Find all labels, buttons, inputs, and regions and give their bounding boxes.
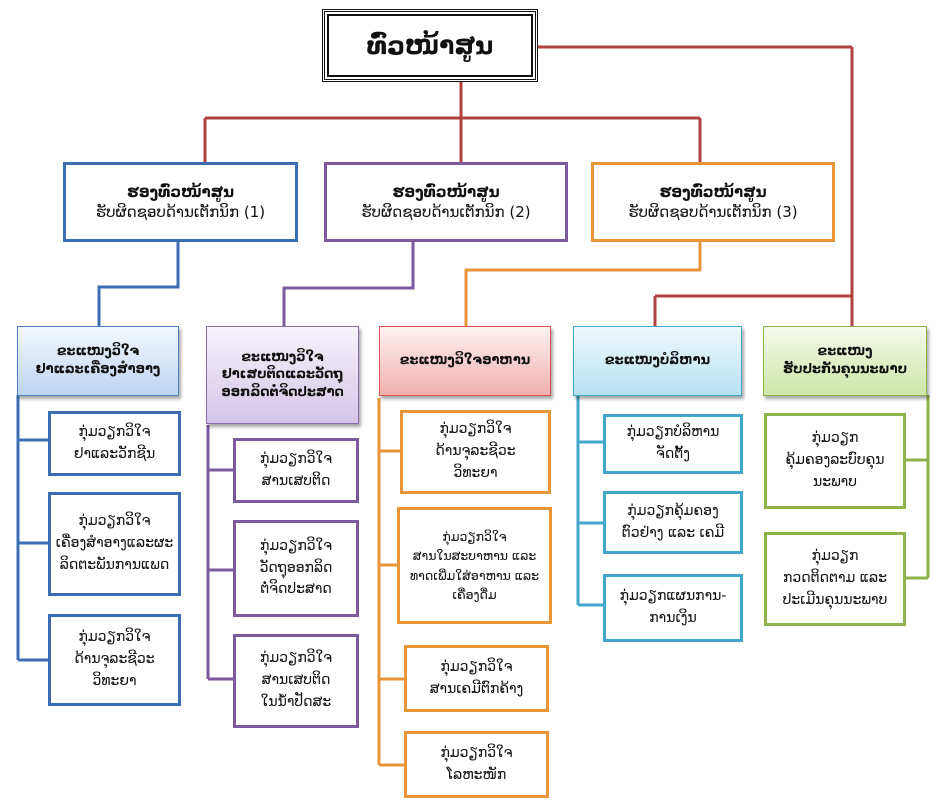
department-administration-line1: ຂະແໜງບໍລິຫານ [604,353,711,369]
group-food-additives-line3: ທາດເພີ່ມໃສ່ອາຫານ ແລະ [409,567,540,583]
group-food-additives-line4: ເຄື່ອງດື່ມ [452,586,497,602]
group-sample-chemical-management-line2: ຕົວຢ່າງ ແລະ ເຄມີ [621,524,725,541]
head-of-center-title: ທົ່ວໜ້າສູນ [366,30,494,60]
group-microbiology-2-line2: ດ້ານຈຸລະຊີວະ [435,443,516,460]
group-chemical-residues: ກຸ່ມວຽກວິໃຈ ສານເຄມີຕົກຄ້າງ [404,645,549,712]
group-narcotics-urine-line3: ໃນນ້ຳປັດສະ [260,693,332,710]
department-quality-assurance: ຂະແໜງ ຮັບປະກັນຄຸນນະພາບ [763,326,927,396]
group-microbiology-2-line1: ກຸ່ມວຽກວິໃຈ [439,421,512,438]
group-narcotics-line2: ສານເສບຕິດ [261,472,331,489]
group-cosmetics-medical-line3: ລິດຕະພັນການແພດ [59,556,170,573]
group-drugs-vaccines-line2: ຢາແລະວັກຊີນ [73,445,156,462]
group-psychotropic-line3: ຕໍ່ຈິດປະສາດ [260,581,332,598]
group-quality-system-management-line3: ນະພາບ [813,473,857,490]
department-drugs-cosmetics-line2: ຢາແລະເຄື່ອງສຳອາງ [35,362,161,377]
deputy-head-3-role: ຮັບຜິດຊອບດ້ານເຕັກນິກ (3) [628,203,798,221]
group-narcotics-urine-line1: ກຸ່ມວຽກວິໃຈ [259,650,333,667]
group-planning-finance: ກຸ່ມວຽກແຜນການ- ການເງິນ [603,574,743,642]
deputy-head-1-box: ຮອງທົ່ວໜ້າສູນ ຮັບຜິດຊອບດ້ານເຕັກນິກ (1) [63,162,298,242]
department-food: ຂະແໜງວິໃຈອາຫານ [379,326,551,396]
group-quality-system-management-line1: ກຸ່ມວຽກ [811,430,859,447]
group-planning-finance-line1: ກຸ່ມວຽກແຜນການ- [619,588,727,605]
deputy-head-2-box: ຮອງທົ່ວໜ້າສູນ ຮັບຜິດຊອບດ້ານເຕັກນິກ (2) [324,162,568,242]
group-narcotics-urine: ກຸ່ມວຽກວິໃຈ ສານເສບຕິດ ໃນນ້ຳປັດສະ [233,634,359,728]
head-of-center-box: ທົ່ວໜ້າສູນ [322,9,538,82]
deputy-head-2-role: ຮັບຜິດຊອບດ້ານເຕັກນິກ (2) [361,203,531,221]
group-microbiology-2-line3: ວິທະຍາ [453,464,498,481]
group-quality-monitoring-line2: ກວດຕິດຕາມ ແລະ [783,570,887,587]
department-food-line1: ຂະແໜງວິໃຈອາຫານ [399,353,531,369]
department-narcotics-line1: ຂະແໜງວິໃຈ [241,349,324,365]
group-food-additives-line2: ສານໃນສະບາຫານ ແລະ [412,548,537,564]
group-sample-chemical-management: ກຸ່ມວຽກຄຸ້ມຄອງ ຕົວຢ່າງ ແລະ ເຄມີ [603,491,743,554]
deputy-head-1-title: ຮອງທົ່ວໜ້າສູນ [126,182,235,201]
department-narcotics-line3: ອອກລິດຕໍ່ຈິດປະສາດ [221,384,344,400]
group-quality-system-management-line2: ຄຸ້ມຄອງລະບົບຄຸນ [785,452,885,469]
group-psychotropic-line1: ກຸ່ມວຽກວິໃຈ [259,537,333,554]
group-quality-monitoring: ກຸ່ມວຽກ ກວດຕິດຕາມ ແລະ ປະເມີນຄຸນນະພາບ [764,532,906,626]
group-quality-monitoring-line3: ປະເມີນຄຸນນະພາບ [782,591,888,608]
group-psychotropic: ກຸ່ມວຽກວິໃຈ ວັດຖຸອອກລິດ ຕໍ່ຈິດປະສາດ [233,520,359,617]
group-admin-organization-line1: ກຸ່ມວຽກບໍລິຫານ [626,424,720,441]
group-heavy-metals-line2: ໂລຫະໜັກ [446,766,507,783]
group-cosmetics-medical-line1: ກຸ່ມວຽກວິໃຈ [78,513,151,530]
group-quality-monitoring-line1: ກຸ່ມວຽກ [811,548,859,565]
group-narcotics-urine-line2: ສານເສບຕິດ [261,672,331,689]
department-drugs-cosmetics-line1: ຂະແໜງວິໃຈ [56,344,140,360]
department-narcotics: ຂະແໜງວິໃຈ ຢາເສບຕິດແລະວັດຖຸ ອອກລິດຕໍ່ຈິດປ… [206,326,359,424]
group-heavy-metals-line1: ກຸ່ມວຽກວິໃຈ [440,744,513,761]
group-cosmetics-medical: ກຸ່ມວຽກວິໃຈ ເຄື່ອງສຳອາງແລະຜະ ລິດຕະພັນການ… [48,492,181,596]
department-drugs-cosmetics: ຂະແໜງວິໃຈ ຢາແລະເຄື່ອງສຳອາງ [17,326,179,396]
group-narcotics-line1: ກຸ່ມວຽກວິໃຈ [259,450,333,467]
group-microbiology-1-line1: ກຸ່ມວຽກວິໃຈ [78,629,151,646]
group-planning-finance-line2: ການເງິນ [649,610,697,626]
group-microbiology-2: ກຸ່ມວຽກວິໃຈ ດ້ານຈຸລະຊີວະ ວິທະຍາ [400,410,551,494]
group-food-additives: ກຸ່ມວຽກວິໃຈ ສານໃນສະບາຫານ ແລະ ທາດເພີ່ມໃສ່… [397,507,552,624]
group-sample-chemical-management-line1: ກຸ່ມວຽກຄຸ້ມຄອງ [627,502,719,519]
group-narcotics: ກຸ່ມວຽກວິໃຈ ສານເສບຕິດ [233,438,359,503]
deputy-head-1-role: ຮັບຜິດຊອບດ້ານເຕັກນິກ (1) [95,203,266,221]
department-narcotics-line2: ຢາເສບຕິດແລະວັດຖຸ [221,367,344,383]
group-chemical-residues-line1: ກຸ່ມວຽກວິໃຈ [440,658,513,675]
group-admin-organization: ກຸ່ມວຽກບໍລິຫານ ຈັດຕັ້ງ [603,414,743,474]
group-food-additives-line1: ກຸ່ມວຽກວິໃຈ [442,528,507,544]
group-microbiology-1: ກຸ່ມວຽກວິໃຈ ດ້ານຈຸລະຊີວະ ວິທະຍາ [48,614,181,706]
group-drugs-vaccines-line1: ກຸ່ມວຽກວິໃຈ [78,423,151,440]
group-drugs-vaccines: ກຸ່ມວຽກວິໃຈ ຢາແລະວັກຊີນ [48,411,181,476]
department-quality-assurance-line1: ຂະແໜງ [817,344,873,360]
deputy-head-2-title: ຮອງທົ່ວໜ້າສູນ [392,182,500,201]
group-cosmetics-medical-line2: ເຄື່ອງສຳອາງແລະຜະ [55,535,174,552]
group-chemical-residues-line2: ສານເຄມີຕົກຄ້າງ [429,680,524,697]
deputy-head-3-box: ຮອງທົ່ວໜ້າສູນ ຮັບຜິດຊອບດ້ານເຕັກນິກ (3) [591,162,835,242]
department-quality-assurance-line2: ຮັບປະກັນຄຸນນະພາບ [782,362,908,377]
group-quality-system-management: ກຸ່ມວຽກ ຄຸ້ມຄອງລະບົບຄຸນ ນະພາບ [764,413,906,509]
deputy-head-3-title: ຮອງທົ່ວໜ້າສູນ [659,182,767,201]
group-admin-organization-line2: ຈັດຕັ້ງ [656,446,690,462]
department-administration: ຂະແໜງບໍລິຫານ [573,326,742,396]
group-microbiology-1-line3: ວິທະຍາ [92,672,137,689]
group-psychotropic-line2: ວັດຖຸອອກລິດ [259,559,333,576]
group-heavy-metals: ກຸ່ມວຽກວິໃຈ ໂລຫະໜັກ [404,731,549,798]
group-microbiology-1-line2: ດ້ານຈຸລະຊີວະ [74,651,155,668]
